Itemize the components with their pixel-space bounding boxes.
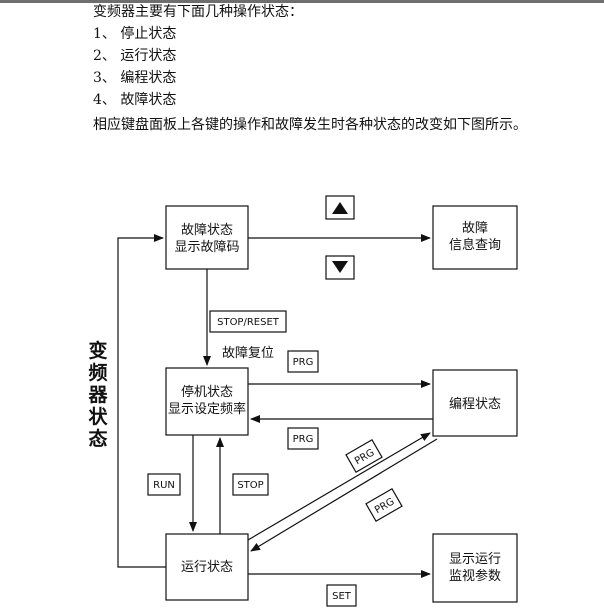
stop-state-label: 停机状态 — [181, 384, 233, 400]
side-label-char: 频 — [88, 361, 107, 384]
side-label-char: 器 — [87, 384, 108, 406]
run-to-program-arrow — [247, 432, 431, 541]
run-monitor-label: 显示运行 — [449, 552, 501, 567]
fault-query-label: 故障 — [462, 221, 488, 236]
top-rule — [0, 0, 604, 3]
run-state-label: 运行状态 — [181, 560, 233, 575]
side-label-char: 状 — [88, 405, 108, 428]
fault-query-box — [432, 205, 518, 270]
stop-state-sublabel: 显示设定频率 — [168, 401, 246, 417]
list-item: 2、 运行状态 — [93, 48, 177, 64]
intro-note: 相应键盘面板上各键的操作和故障发生时各种状态的改变如下图所示。 — [93, 117, 527, 133]
prg-key[interactable] — [365, 488, 403, 522]
list-item: 3、 编程状态 — [93, 70, 177, 86]
stop-reset-key-label: STOP/RESET — [217, 317, 280, 328]
fault-query-sublabel: 信息查询 — [449, 237, 501, 253]
fault-state-sublabel: 显示故障码 — [174, 240, 239, 255]
prg-key[interactable] — [287, 350, 319, 373]
down-arrow-icon — [332, 261, 348, 273]
stop-key-label: STOP — [237, 480, 263, 491]
program-state-box — [432, 369, 518, 437]
stop-key[interactable] — [232, 473, 269, 496]
fault-reset-label: 故障复位 — [222, 346, 274, 361]
stop-reset-key[interactable] — [209, 310, 287, 333]
set-key-label: SET — [332, 591, 352, 602]
stop-state-box — [165, 367, 249, 436]
prg-key[interactable] — [345, 439, 383, 473]
fault-state-label: 故障状态 — [181, 223, 233, 238]
prg-key-label: PRG — [293, 357, 314, 368]
run-key-label: RUN — [153, 480, 175, 491]
side-label-char: 变 — [88, 339, 107, 362]
side-label-char: 态 — [88, 427, 107, 450]
run-state-box — [165, 533, 249, 601]
program-to-run-arrow — [250, 438, 438, 552]
up-arrow-icon — [332, 202, 348, 214]
run-monitor-sublabel: 监视参数 — [449, 568, 501, 584]
run-monitor-box — [432, 533, 518, 603]
intro-heading: 变频器主要有下面几种操作状态： — [93, 4, 303, 20]
run-key[interactable] — [147, 473, 181, 496]
list-item: 4、 故障状态 — [93, 92, 177, 108]
loop-to-fault-arrow — [117, 234, 166, 568]
prg-key[interactable] — [287, 427, 319, 450]
prg-key-label: PRG — [293, 434, 314, 445]
program-state-label: 编程状态 — [449, 397, 501, 412]
set-key[interactable] — [326, 584, 357, 607]
list-item: 1、 停止状态 — [93, 26, 177, 42]
